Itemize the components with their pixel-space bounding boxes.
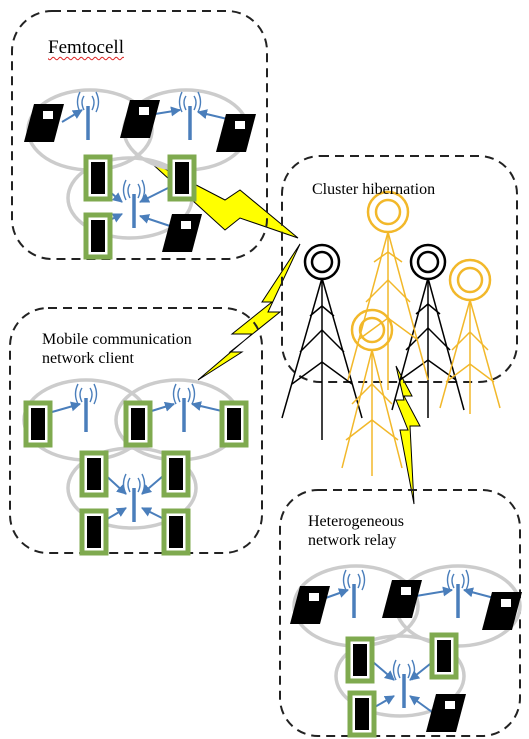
cluster-hibernation-group [281, 155, 518, 476]
laptop-icon [426, 694, 466, 732]
laptop-icon [216, 114, 256, 152]
mobile-phone-icon [26, 403, 50, 445]
mobile-phone-icon [126, 403, 150, 445]
mobile-phone-icon [348, 639, 372, 681]
hetero-relay-label: Heterogeneous network relay [308, 512, 468, 550]
cell-tower-icon [391, 243, 465, 418]
mobile-client-label-line1: Mobile communication [42, 331, 192, 348]
hetero-relay-label-line1: Heterogeneous [308, 513, 404, 530]
lightning-bolt-icon [395, 365, 421, 505]
base-station-antenna-icon [341, 568, 367, 620]
mobile-client-border [9, 307, 263, 554]
hibernating-tower-icon [439, 258, 501, 414]
cell-tower-icon [281, 243, 363, 440]
mobile-phone-icon [350, 693, 374, 735]
base-station-antenna-icon [75, 90, 101, 142]
hetero-relay-group [279, 489, 522, 736]
base-station-antenna-icon [171, 382, 197, 434]
laptop-icon [482, 592, 522, 630]
base-station-antenna-icon [73, 382, 99, 434]
base-station-antenna-icon [121, 178, 147, 230]
mobile-phone-icon [164, 453, 188, 495]
femtocell-border [11, 10, 268, 260]
mobile-client-group [9, 307, 263, 554]
mobile-phone-icon [432, 635, 456, 677]
base-station-antenna-icon [445, 568, 471, 620]
lightning-bolt-icon [197, 243, 301, 381]
laptop-icon [120, 100, 160, 138]
mobile-client-label: Mobile communication network client [42, 330, 252, 368]
base-station-antenna-icon [121, 472, 147, 524]
femtocell-group [11, 10, 268, 260]
mobile-phone-icon [82, 511, 106, 553]
mobile-phone-icon [86, 215, 110, 257]
mobile-phone-icon [222, 403, 246, 445]
laptop-icon [24, 104, 64, 142]
mobile-phone-icon [86, 157, 110, 199]
hibernating-tower-icon [341, 308, 403, 476]
mobile-phone-icon [82, 453, 106, 495]
laptop-icon [162, 214, 202, 252]
mobile-phone-icon [170, 157, 194, 199]
mobile-phone-icon [164, 511, 188, 553]
hetero-relay-label-line2: network relay [308, 532, 397, 549]
cluster-border [281, 155, 518, 383]
hibernating-tower-icon [347, 190, 429, 390]
femtocell-label: Femtocell [48, 37, 124, 58]
base-station-antenna-icon [177, 90, 203, 142]
base-station-antenna-icon [391, 658, 417, 710]
cluster-hibernation-label: Cluster hibernation [312, 181, 436, 198]
mobile-client-label-line2: network client [42, 350, 134, 367]
